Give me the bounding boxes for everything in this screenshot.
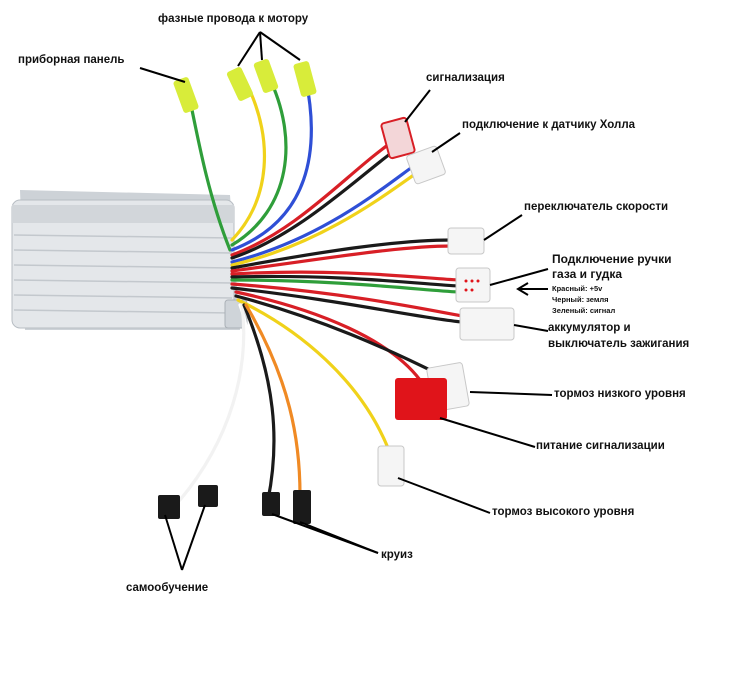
label-motor-phase: фазные провода к мотору (158, 13, 309, 25)
label-brake-high: тормоз высокого уровня (492, 506, 635, 518)
dashboard-wire (188, 98, 232, 252)
phase-wire-blue (230, 78, 313, 252)
self-learning-connector-1 (158, 495, 180, 519)
arrow-icon (516, 282, 548, 296)
label-hall: подключение к датчику Холла (462, 119, 636, 131)
dashboard-connector (173, 77, 199, 113)
phase-connector-3 (293, 61, 317, 97)
label-dashboard: приборная панель (18, 54, 125, 66)
label-green-wire: Зеленый: сигнал (552, 306, 616, 315)
label-black-wire: Черный: земля (552, 295, 609, 304)
wire-bundle (178, 73, 464, 502)
label-alarm-power: питание сигнализации (536, 440, 665, 452)
phase-wire-green (230, 73, 288, 247)
phase-connector-2 (253, 59, 279, 93)
pointer-lines (139, 31, 553, 571)
label-speed-switch: переключатель скорости (524, 201, 669, 213)
brake-high-connector (377, 445, 405, 487)
label-self-learning: самообучение (126, 582, 209, 594)
throttle-connector (455, 267, 491, 303)
phase-connector-1 (226, 67, 254, 101)
label-brake-low: тормоз низкого уровня (554, 388, 686, 400)
battery-connector (459, 307, 515, 341)
cruise-connector-1 (262, 492, 280, 516)
alarm-connector (380, 116, 416, 160)
label-alarm: сигнализация (426, 72, 505, 84)
hall-connector (406, 145, 446, 185)
label-battery-2: выключатель зажигания (548, 338, 690, 350)
label-throttle-1: Подключение ручки (552, 252, 672, 266)
cruise-connector-2 (293, 490, 311, 524)
label-throttle-2: газа и гудка (552, 267, 623, 281)
phase-wire-yellow (230, 78, 267, 242)
alarm-power-connector (395, 378, 447, 420)
speed-switch-connector (447, 227, 485, 255)
controller-housing (11, 190, 248, 330)
label-cruise: круиз (381, 549, 413, 561)
self-learning-connector-2 (198, 485, 218, 507)
label-red-wire: Красный: +5v (552, 284, 603, 293)
connectors (158, 59, 515, 524)
label-battery-1: аккумулятор и (548, 322, 631, 334)
